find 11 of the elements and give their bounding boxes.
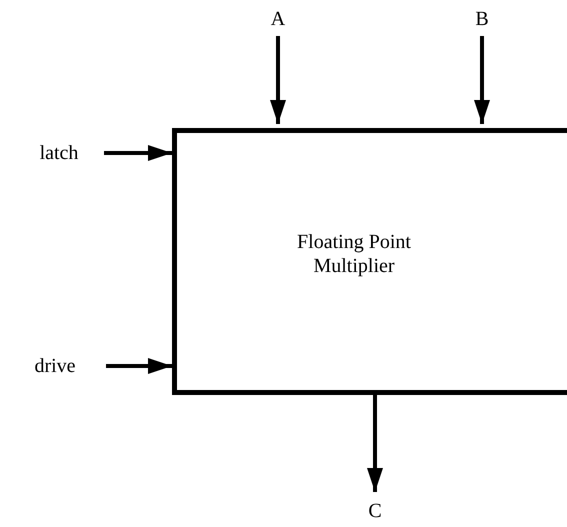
signal-label: A bbox=[266, 2, 290, 36]
signal-label: C bbox=[363, 496, 387, 526]
arrow bbox=[474, 36, 490, 124]
arrow bbox=[104, 145, 172, 161]
arrow bbox=[106, 358, 172, 374]
block-box: Floating Point Multiplier bbox=[172, 128, 567, 395]
signal-label: B bbox=[470, 2, 494, 36]
signal-label: latch bbox=[18, 138, 100, 168]
arrow bbox=[367, 395, 383, 492]
arrow bbox=[270, 36, 286, 124]
signal-label: drive bbox=[8, 351, 102, 381]
